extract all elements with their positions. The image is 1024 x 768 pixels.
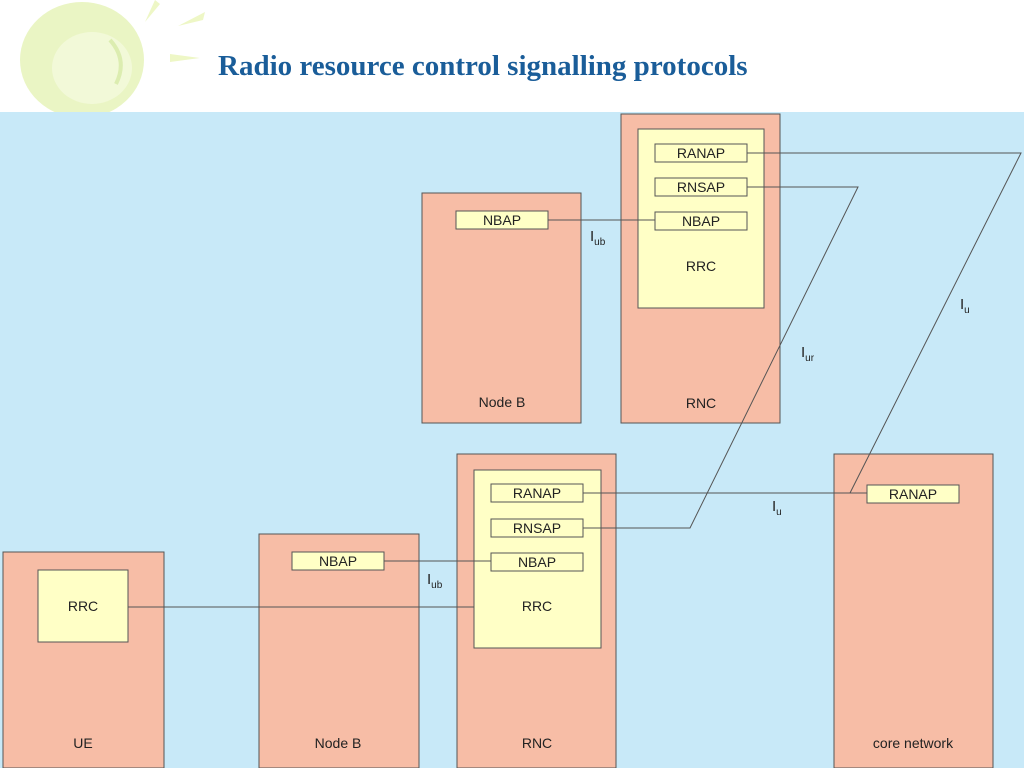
node-b-lower: NBAP Node B	[258, 533, 420, 768]
rnc-upper-nbap-label: NBAP	[682, 213, 720, 229]
core-network-label: core network	[873, 735, 954, 751]
rnc-upper-label: RNC	[686, 395, 716, 411]
iur-label: Iur	[801, 344, 815, 364]
rnc-upper-rnsap-label: RNSAP	[677, 179, 725, 195]
page-title: Radio resource control signalling protoc…	[218, 50, 748, 82]
node-b-lower-label: Node B	[315, 735, 362, 751]
iu-lower-label: Iu	[772, 498, 782, 518]
rnc-lower-rnsap-label: RNSAP	[513, 520, 561, 536]
core-ranap-box	[866, 484, 960, 504]
rnc-lower-nbap-label: NBAP	[518, 554, 556, 570]
sun-logo-icon	[20, 0, 205, 112]
rnc-lower-rrc-label: RRC	[522, 598, 552, 614]
rnc-upper-ranap-label: RANAP	[677, 145, 725, 161]
ue-rrc-box	[37, 569, 129, 643]
rnc-lower-nbap-box	[490, 552, 584, 572]
connection-lines	[128, 152, 1022, 608]
node-b-upper-nbap-label: NBAP	[483, 212, 521, 228]
node-ue: RRC UE	[2, 551, 165, 768]
rnc-lower: RANAP RNSAP NBAP RRC RNC	[456, 453, 617, 768]
core-ranap-label: RANAP	[889, 486, 937, 502]
node-b-lower-nbap-label: NBAP	[319, 553, 357, 569]
rnc-upper-nbap-box	[654, 211, 748, 231]
iub-upper-label: Iub	[590, 228, 606, 248]
node-b-upper-label: Node B	[479, 394, 526, 410]
ue-label: UE	[73, 735, 92, 751]
core-network: RANAP core network	[833, 453, 994, 768]
node-b-upper: NBAP Node B	[421, 192, 582, 424]
rnc-lower-label: RNC	[522, 735, 552, 751]
ue-rrc-label: RRC	[68, 598, 98, 614]
iur-line	[583, 186, 859, 529]
iu-upper-label: Iu	[960, 296, 970, 316]
rnc-upper: RANAP RNSAP NBAP RRC RNC	[620, 113, 781, 424]
iub-lower-label: Iub	[427, 571, 443, 591]
iu-upper-line	[747, 152, 1022, 494]
rnc-upper-rrc-label: RRC	[686, 258, 716, 274]
rnc-lower-ranap-label: RANAP	[513, 485, 561, 501]
